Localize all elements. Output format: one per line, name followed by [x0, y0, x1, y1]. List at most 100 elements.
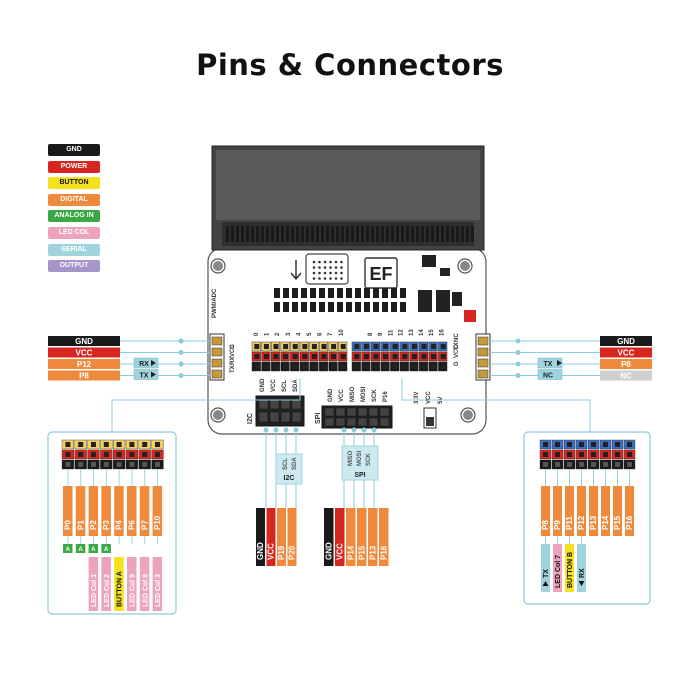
pin-hole	[129, 452, 135, 457]
arrow-up-icon	[542, 581, 549, 586]
matrix-dot	[312, 266, 316, 269]
arrow-right-icon	[151, 371, 156, 378]
edge-connector-tooth	[251, 226, 254, 242]
pin-hole	[615, 462, 620, 467]
serial-tag-label: NC	[543, 373, 553, 380]
pin-hole	[555, 442, 560, 447]
resistor-icon	[346, 288, 352, 298]
pin-hole	[603, 462, 608, 467]
edge-connector-tooth	[381, 226, 384, 242]
spi-pin-label: MISO	[350, 386, 356, 402]
function-label: RX	[579, 568, 586, 578]
matrix-dot	[334, 277, 338, 280]
resistor-icon	[355, 302, 361, 312]
edge-connector-tooth	[456, 226, 459, 242]
matrix-dot	[340, 260, 343, 264]
pin-hole	[311, 344, 317, 349]
jst-pin	[211, 347, 223, 357]
pin-hole	[116, 462, 122, 467]
edge-connector-tooth	[431, 226, 434, 242]
resistor-icon	[274, 302, 280, 312]
resistor-icon	[346, 302, 352, 312]
pin-hole	[411, 364, 417, 369]
digital-pin-tag	[152, 486, 163, 536]
digital-pin-label: P6	[128, 520, 137, 530]
edge-connector-tooth	[406, 226, 409, 242]
pin-hole	[324, 407, 335, 417]
resistor-icon	[373, 288, 379, 298]
connector-dot	[515, 373, 521, 378]
serial-tag-label: RX	[139, 361, 149, 368]
i2c-pin-label: P20	[288, 545, 297, 560]
right-connector-pin-tag	[600, 359, 652, 369]
left-jst-connector	[209, 333, 225, 381]
digital-pin-tag	[625, 486, 634, 536]
analog-tag	[88, 544, 99, 553]
pin-hole	[591, 452, 596, 457]
power-label: VCC	[426, 391, 432, 404]
pin-hole	[431, 344, 437, 349]
pin-hole	[627, 452, 632, 457]
edge-connector-tooth	[266, 226, 269, 242]
function-tag	[152, 557, 163, 611]
pin-number-label: 8	[368, 332, 374, 336]
analog-tag-label: A	[66, 547, 71, 553]
pin-hole	[440, 354, 446, 359]
power-switch-knob	[426, 417, 434, 426]
ef-logo-text: EF	[369, 264, 392, 284]
pin-hole	[263, 354, 269, 359]
legend-button: BUTTON	[48, 177, 100, 190]
pin-hole	[280, 411, 291, 423]
function-tag	[577, 544, 586, 592]
i2c-pin-label: SCL	[282, 380, 288, 392]
edge-connector-tooth	[231, 226, 234, 242]
pin-hole	[354, 354, 360, 359]
connector-dot	[178, 350, 184, 355]
pin-number-label: 16	[439, 329, 445, 336]
resistor-icon	[310, 288, 316, 298]
i2c-pin-label: P19	[277, 545, 286, 560]
pin-hole	[340, 354, 346, 359]
right-connector-pin-label: P8	[621, 360, 631, 369]
pin-hole	[283, 354, 289, 359]
pin-hole	[142, 462, 148, 467]
pin-hole	[280, 398, 291, 410]
matrix-dot	[323, 266, 327, 269]
right-jst-connector	[475, 333, 491, 381]
i2c-pin-label: VCC	[271, 379, 277, 392]
edge-connector-tooth	[236, 226, 239, 242]
color-legend: GND POWER BUTTON DIGITAL ANALOG IN LED C…	[48, 144, 100, 277]
edge-connector-tooth	[436, 226, 439, 242]
pin-hole	[65, 462, 71, 467]
right-connector-pin-label: VCC	[618, 349, 635, 358]
matrix-dot	[318, 260, 321, 264]
spi-pin-label: MOSI	[361, 386, 367, 402]
resistor-icon	[328, 302, 334, 312]
spi-pin-tag	[379, 508, 389, 566]
spi-pin-label: P14	[347, 545, 356, 560]
edge-connector-tooth	[311, 226, 314, 242]
pin-hole	[411, 344, 417, 349]
digital-pin-label: P7	[140, 520, 149, 530]
pin-hole	[579, 452, 584, 457]
pin-hole	[402, 354, 408, 359]
edge-connector-tooth	[416, 226, 419, 242]
pin-hole	[292, 344, 298, 349]
connector-dot	[263, 427, 269, 433]
pin-hole	[431, 354, 437, 359]
pin-number-label: 5	[307, 332, 313, 336]
pin-hole	[103, 452, 109, 457]
pin-hole	[269, 398, 280, 410]
i2c-pin-label: VCC	[267, 543, 276, 560]
jst-pin	[477, 369, 489, 379]
right-connector-pin-label: NC	[620, 372, 632, 381]
pin-hole	[603, 442, 608, 447]
spi-board-label: SPI	[315, 413, 322, 424]
legend-serial: SERIAL	[48, 243, 100, 256]
resistor-icon	[373, 302, 379, 312]
pin-hole	[421, 344, 427, 349]
